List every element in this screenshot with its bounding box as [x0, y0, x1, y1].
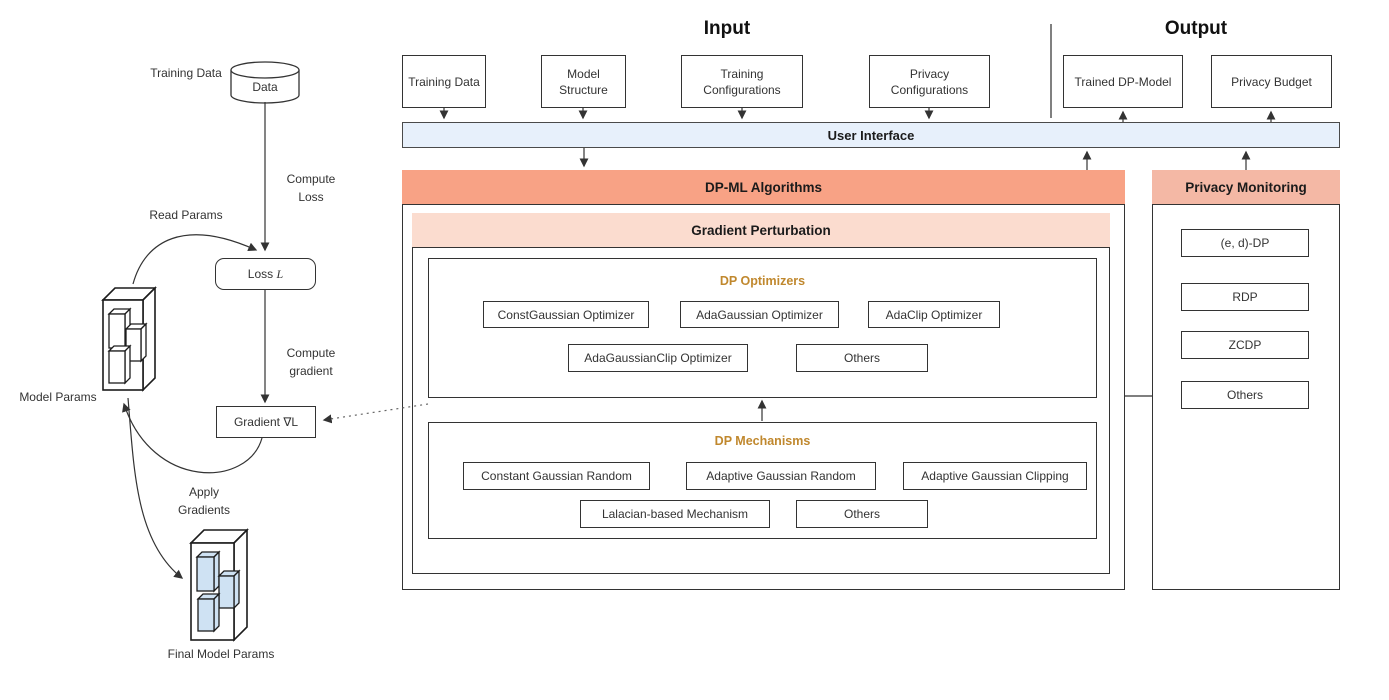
- optimizer-adaclip: AdaClip Optimizer: [868, 301, 1000, 328]
- input-section-title: Input: [703, 18, 751, 39]
- mechanism-adaptive-gaussian-clipping: Adaptive Gaussian Clipping: [903, 462, 1087, 490]
- final-model-params-blocks: [195, 550, 241, 633]
- model-params-blocks: [107, 307, 148, 385]
- input-box-model-structure: Model Structure: [541, 55, 626, 108]
- mechanism-adaptive-gaussian-random: Adaptive Gaussian Random: [686, 462, 876, 490]
- output-box-privacy-budget: Privacy Budget: [1211, 55, 1332, 108]
- loss-node: Loss L: [215, 258, 316, 290]
- dp-optimizers-title: DP Optimizers: [719, 274, 806, 288]
- monitor-ed-dp: (e, d)-DP: [1181, 229, 1309, 257]
- dp-optimizers-box: [428, 258, 1097, 398]
- final-model-params-cube: [189, 528, 249, 642]
- compute-loss-label: Compute Loss: [286, 172, 336, 204]
- dpml-algorithms-header: DP-ML Algorithms: [402, 170, 1125, 205]
- dp-mechanisms-title: DP Mechanisms: [714, 434, 811, 448]
- gradient-node: Gradient ∇L: [216, 406, 316, 438]
- output-section-title: Output: [1164, 18, 1228, 39]
- apply-gradients-label: Apply Gradients: [177, 485, 231, 517]
- model-params-label: Model Params: [19, 390, 97, 404]
- input-box-training-configurations: Training Configurations: [681, 55, 803, 108]
- monitor-rdp: RDP: [1181, 283, 1309, 311]
- read-params-label: Read Params: [149, 208, 223, 222]
- gradient-symbol: ∇L: [283, 415, 299, 429]
- optimizer-adagaussianclip: AdaGaussianClip Optimizer: [568, 344, 748, 372]
- input-box-privacy-configurations: Privacy Configurations: [869, 55, 990, 108]
- mechanism-others: Others: [796, 500, 928, 528]
- final-model-params-label: Final Model Params: [167, 647, 275, 661]
- monitor-zcdp: ZCDP: [1181, 331, 1309, 359]
- mechanism-lalacian-based: Lalacian-based Mechanism: [580, 500, 770, 528]
- compute-gradient-label: Compute gradient: [286, 346, 336, 378]
- input-box-training-data: Training Data: [402, 55, 486, 108]
- training-data-label: Training Data: [150, 66, 222, 80]
- gradient-perturbation-header: Gradient Perturbation: [412, 213, 1110, 248]
- optimizer-constgaussian: ConstGaussian Optimizer: [483, 301, 649, 328]
- loss-node-label: Loss: [247, 267, 274, 281]
- optimizer-others: Others: [796, 344, 928, 372]
- gradient-node-label: Gradient: [233, 415, 280, 429]
- loss-symbol: L: [276, 267, 284, 281]
- data-cylinder-label: Data: [252, 80, 278, 94]
- privacy-monitoring-header: Privacy Monitoring: [1152, 170, 1340, 205]
- model-params-cube: [101, 286, 157, 392]
- monitor-others: Others: [1181, 381, 1309, 409]
- output-box-trained-dp-model: Trained DP-Model: [1063, 55, 1183, 108]
- optimizer-adagaussian: AdaGaussian Optimizer: [680, 301, 839, 328]
- mechanism-constant-gaussian-random: Constant Gaussian Random: [463, 462, 650, 490]
- user-interface-bar: User Interface: [402, 122, 1340, 148]
